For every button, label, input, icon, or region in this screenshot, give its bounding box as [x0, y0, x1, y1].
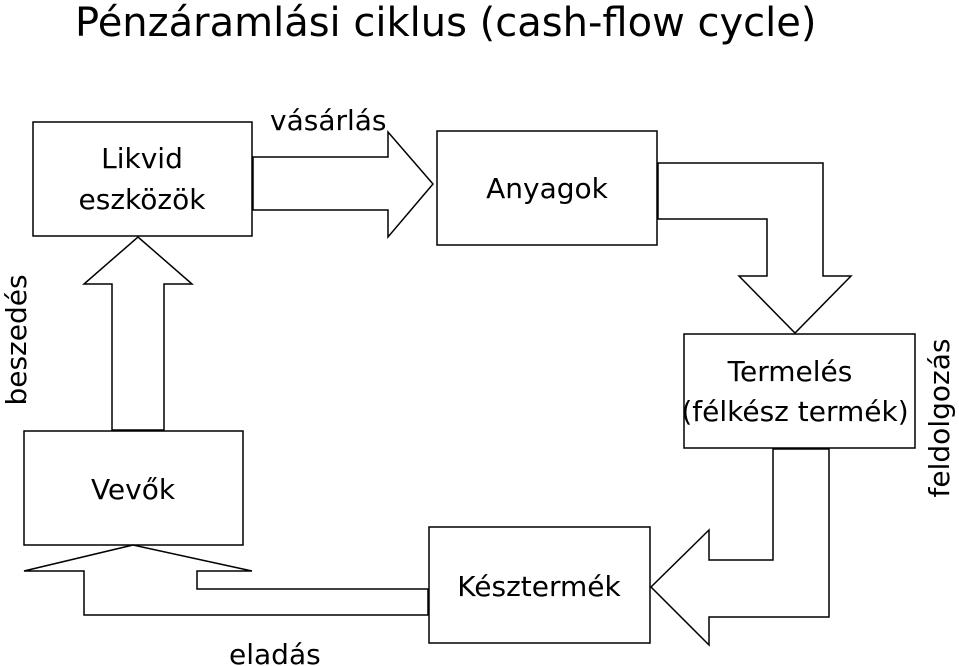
edge-label-sale: eladás — [229, 638, 321, 666]
arrow-sale — [23, 544, 429, 616]
node-liquid-assets-label-line2: eszközök — [79, 183, 207, 216]
edge-label-purchase: vásárlás — [270, 104, 387, 137]
edge-label-processing: feldolgozás — [923, 339, 956, 498]
node-customers-label: Vevők — [91, 473, 176, 506]
node-customers: Vevők — [23, 430, 244, 546]
node-materials: Anyagok — [436, 130, 658, 246]
node-production: Termelés (félkész termék) — [681, 333, 916, 449]
node-materials-label: Anyagok — [486, 172, 609, 205]
edge-label-collection: beszedés — [0, 274, 33, 405]
node-finished-goods-label: Késztermék — [457, 570, 621, 603]
node-production-label-line2: (félkész termék) — [681, 395, 908, 428]
diagram-title: Pénzáramlási ciklus (cash-flow cycle) — [75, 0, 816, 46]
arrow-to-finished-goods — [649, 448, 830, 647]
arrow-collection — [81, 236, 195, 431]
node-production-label-line1: Termelés — [727, 355, 853, 388]
arrow-processing — [657, 162, 853, 335]
arrow-purchase — [252, 129, 434, 240]
node-liquid-assets-label-line1: Likvid — [101, 142, 183, 175]
node-liquid-assets: Likvid eszközök — [32, 121, 253, 237]
node-finished-goods: Késztermék — [428, 526, 651, 644]
